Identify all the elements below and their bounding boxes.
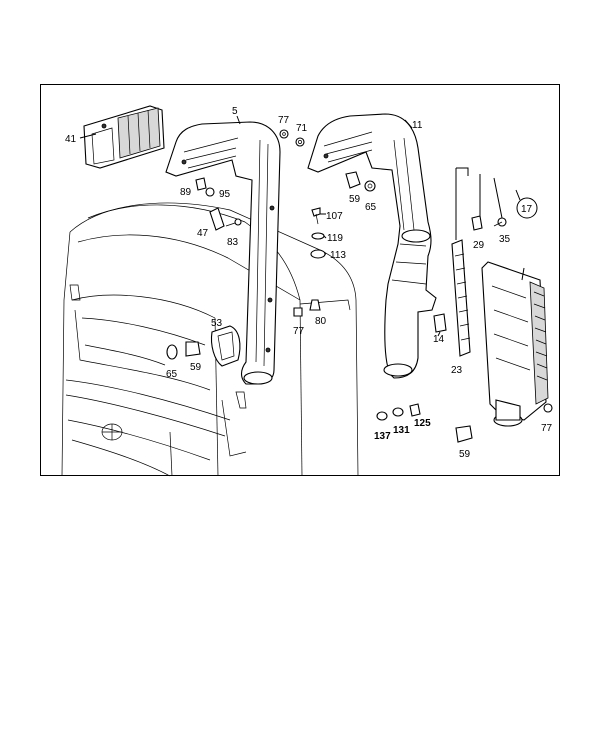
label-77-right: 77 — [541, 423, 553, 434]
label-29: 29 — [473, 240, 485, 251]
label-41: 41 — [65, 134, 77, 145]
part-41-side-panel — [83, 105, 165, 169]
part-air-filter-housing — [481, 261, 549, 427]
label-65-left: 65 — [166, 369, 178, 380]
label-77-top: 77 — [278, 115, 290, 126]
label-35: 35 — [499, 234, 511, 245]
callout-17-circle — [516, 197, 538, 219]
part-5-intake-pipe — [165, 121, 281, 385]
label-137: 137 — [374, 431, 391, 442]
part-53-flange — [210, 325, 241, 367]
label-47: 47 — [197, 228, 209, 239]
label-95: 95 — [219, 189, 231, 200]
label-131: 131 — [393, 425, 410, 436]
label-23: 23 — [451, 365, 463, 376]
part-labels: 5 11 41 77 71 59 65 89 95 107 47 83 119 … — [65, 106, 553, 460]
label-5: 5 — [232, 106, 238, 117]
label-119: 119 — [327, 233, 343, 244]
label-59-bottom: 59 — [459, 449, 471, 460]
label-53: 53 — [211, 318, 223, 329]
label-89: 89 — [180, 187, 192, 198]
part-11-intake-pipe — [307, 113, 437, 379]
label-107: 107 — [326, 211, 343, 222]
label-59-top: 59 — [349, 194, 361, 205]
label-14: 14 — [433, 334, 445, 345]
part-23-strip — [451, 239, 471, 357]
hardware-items — [166, 129, 553, 443]
label-17: 17 — [521, 204, 533, 215]
label-80: 80 — [315, 316, 327, 327]
truck-cab-outline — [61, 202, 359, 477]
label-83: 83 — [227, 237, 239, 248]
leader-lines — [79, 115, 525, 337]
label-71: 71 — [296, 123, 308, 134]
label-125: 125 — [414, 418, 431, 429]
label-77-mid: 77 — [293, 326, 305, 337]
label-65-top: 65 — [365, 202, 377, 213]
label-59-left: 59 — [190, 362, 202, 373]
label-113: 113 — [330, 250, 346, 261]
label-11: 11 — [412, 120, 423, 131]
